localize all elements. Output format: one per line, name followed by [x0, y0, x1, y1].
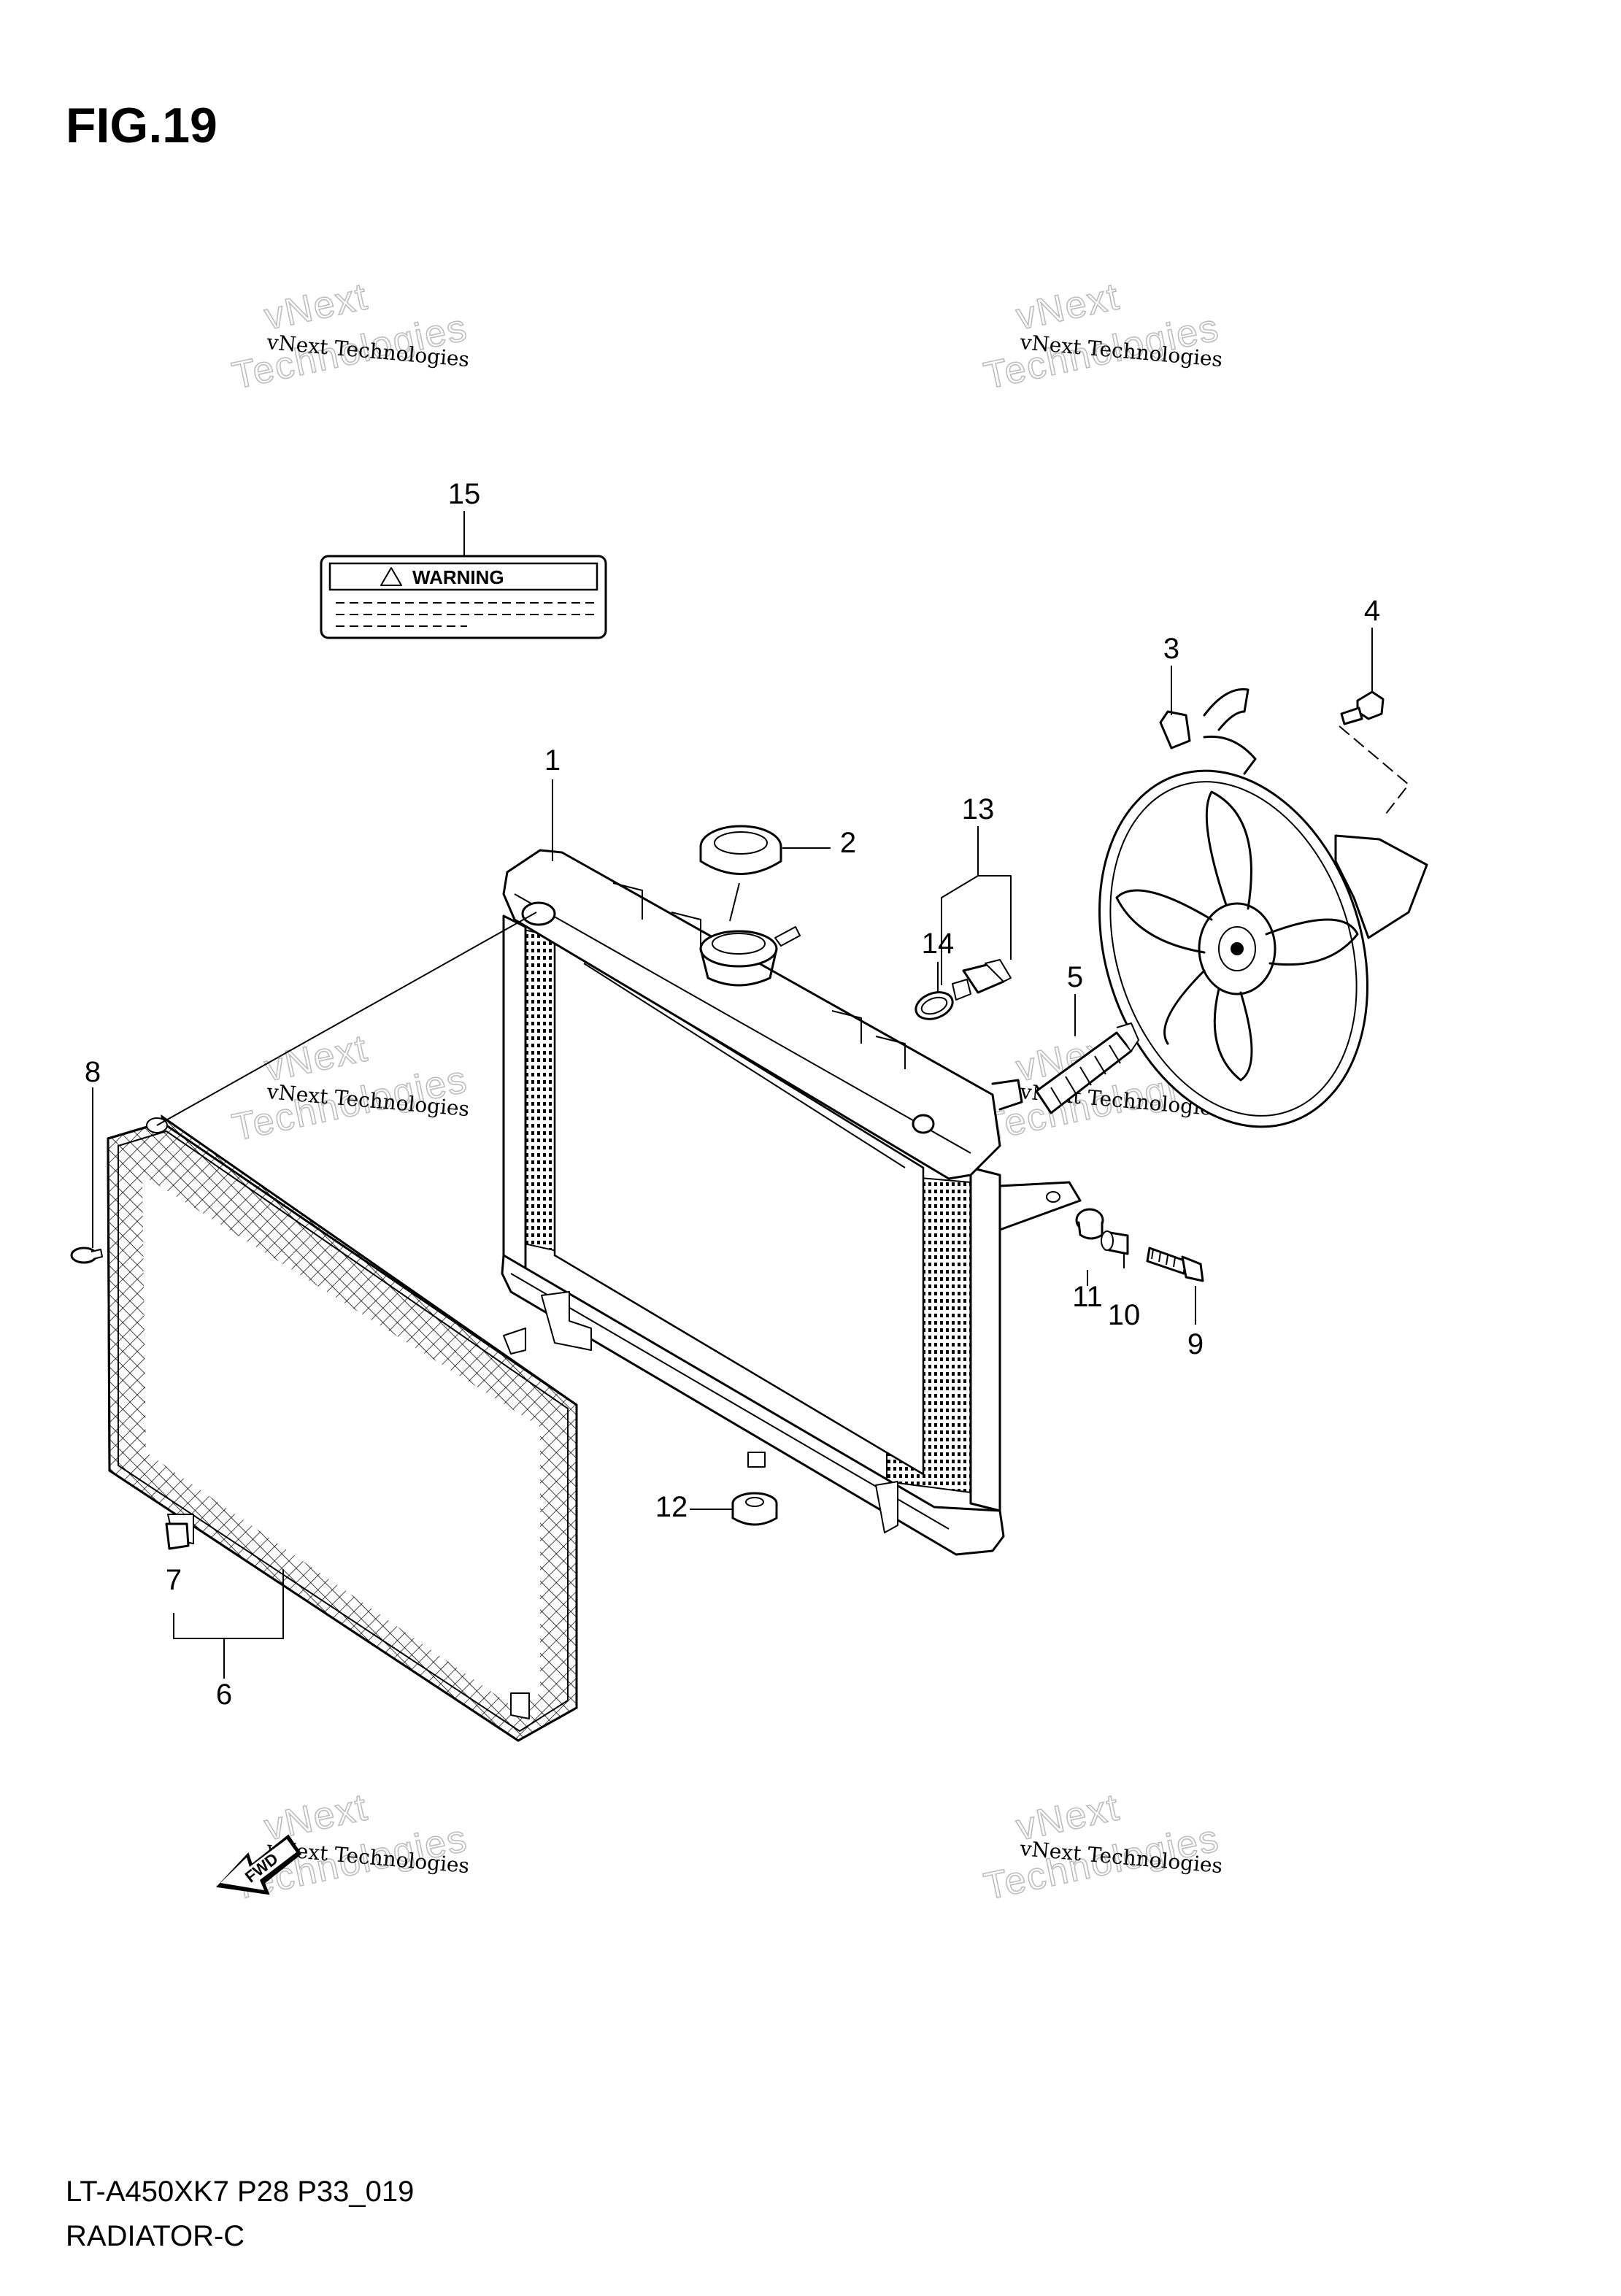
callout-13: 13 [962, 793, 995, 825]
callout-9: 9 [1187, 1328, 1204, 1360]
figure-label: FIG.19 [66, 98, 217, 153]
svg-text:WARNING: WARNING [412, 566, 504, 588]
callout-5: 5 [1067, 961, 1083, 993]
warning-label: WARNING [320, 555, 607, 639]
watermark: vNext Technologies [228, 274, 472, 398]
callout-15: 15 [448, 478, 481, 510]
warning-triangle-icon [380, 567, 402, 586]
watermark: vNext Technologies [228, 1026, 472, 1149]
radiator-cap [699, 825, 782, 875]
callout-7: 7 [166, 1564, 182, 1596]
callout-14: 14 [922, 928, 955, 960]
leader-lines [92, 511, 1373, 1679]
bolt [1339, 690, 1410, 818]
callout-11: 11 [1072, 1281, 1103, 1313]
callout-10: 10 [1108, 1299, 1141, 1331]
screw [70, 1247, 103, 1264]
callout-6: 6 [216, 1679, 232, 1711]
cooling-fan [1098, 687, 1428, 1128]
bolt [1146, 1247, 1204, 1282]
thermo-switch [952, 959, 1012, 1001]
clip [165, 1522, 190, 1550]
callouts: 15 1 2 3 4 13 14 5 8 11 10 9 12 7 6 [85, 478, 1380, 1711]
callout-12: 12 [655, 1491, 688, 1523]
diagram-code: LT-A450XK7 P28 P33_019 [66, 2176, 414, 2208]
collar [1101, 1230, 1129, 1255]
callout-3: 3 [1163, 633, 1179, 665]
watermark: vNext Technologies [980, 1785, 1224, 1908]
callout-1: 1 [544, 744, 561, 777]
diagram-title: RADIATOR-C [66, 2220, 245, 2252]
callout-2: 2 [840, 827, 856, 859]
grommet [1075, 1208, 1104, 1240]
radiator [501, 849, 1082, 1556]
cushion [731, 1492, 778, 1526]
spring-hose [1035, 1022, 1139, 1114]
callout-8: 8 [85, 1056, 101, 1088]
watermark: vNext Technologies [980, 274, 1224, 398]
o-ring [915, 991, 954, 1020]
callout-4: 4 [1364, 595, 1380, 627]
